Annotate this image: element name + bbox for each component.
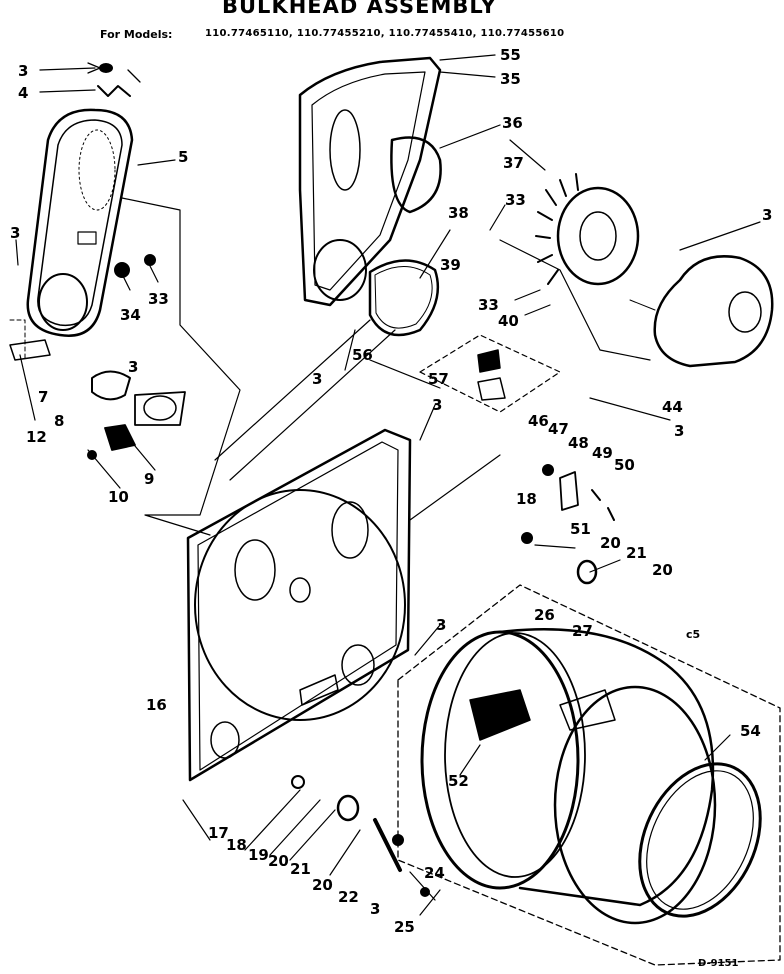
callout-47: 47	[548, 420, 569, 438]
fasteners-top-left	[39, 62, 141, 97]
blower-wheel	[535, 173, 640, 286]
callout-46: 46	[528, 412, 549, 430]
section-code: c5	[686, 628, 701, 641]
callout-18: 18	[516, 490, 537, 508]
callout-39: 39	[440, 256, 461, 274]
callout-8: 8	[54, 412, 64, 430]
callout-55: 55	[500, 46, 521, 64]
callout-20: 20	[268, 852, 289, 870]
drum	[397, 584, 781, 966]
callout-18: 18	[226, 836, 247, 854]
callout-44: 44	[662, 398, 683, 416]
callout-3: 3	[674, 422, 684, 440]
callout-33: 33	[148, 290, 169, 308]
callout-numbers: 3 4 5 3 33 34 12 7 3 8 9 10 55 35 36 37 …	[10, 46, 772, 936]
callout-57: 57	[428, 370, 449, 388]
models-label: For Models:	[100, 28, 173, 41]
callout-40: 40	[498, 312, 519, 330]
drawing-number: D-9151	[698, 958, 739, 969]
callout-27: 27	[572, 622, 593, 640]
callout-37: 37	[503, 154, 524, 172]
callout-25: 25	[394, 918, 415, 936]
callout-3: 3	[312, 370, 322, 388]
callout-49: 49	[592, 444, 613, 462]
callout-3: 3	[128, 358, 138, 376]
callout-3: 3	[10, 224, 20, 242]
callout-20: 20	[312, 876, 333, 894]
callout-20: 20	[600, 534, 621, 552]
callout-3: 3	[370, 900, 380, 918]
callout-33: 33	[505, 191, 526, 209]
callout-21: 21	[626, 544, 647, 562]
callout-17: 17	[208, 824, 229, 842]
callout-33: 33	[478, 296, 499, 314]
callout-48: 48	[568, 434, 589, 452]
blower-housing	[629, 255, 774, 368]
callout-3: 3	[432, 396, 442, 414]
callout-38: 38	[448, 204, 469, 222]
callout-19: 19	[248, 846, 269, 864]
callout-9: 9	[144, 470, 154, 488]
thermostat-parts	[521, 464, 615, 585]
callout-16: 16	[146, 696, 167, 714]
callout-51: 51	[570, 520, 591, 538]
callout-5: 5	[178, 148, 188, 166]
callout-4: 4	[18, 84, 28, 102]
callout-34: 34	[120, 306, 141, 324]
callout-3: 3	[436, 616, 446, 634]
switch-group	[419, 334, 561, 413]
callout-3: 3	[18, 62, 28, 80]
front-bulkhead	[186, 428, 412, 782]
diagram-title: BULKHEAD ASSEMBLY	[222, 0, 497, 18]
callout-10: 10	[108, 488, 129, 506]
callout-3: 3	[762, 206, 772, 224]
callout-24: 24	[424, 864, 445, 882]
callout-36: 36	[502, 114, 523, 132]
callout-56: 56	[352, 346, 373, 364]
callout-20: 20	[652, 561, 673, 579]
callout-21: 21	[290, 860, 311, 878]
models-list: 110.77465110, 110.77455210, 110.77455410…	[205, 28, 565, 39]
idler-pulley-parts	[9, 254, 186, 460]
callout-50: 50	[614, 456, 635, 474]
callout-7: 7	[38, 388, 48, 406]
callout-12: 12	[26, 428, 47, 446]
callout-54: 54	[740, 722, 761, 740]
callout-52: 52	[448, 772, 469, 790]
callout-35: 35	[500, 70, 521, 88]
bearing-parts	[291, 775, 430, 897]
drum-seal	[638, 762, 762, 918]
leader-lines	[15, 54, 761, 916]
callout-26: 26	[534, 606, 555, 624]
lint-duct-housing	[298, 56, 442, 337]
front-panel-cover	[26, 108, 134, 337]
callout-22: 22	[338, 888, 359, 906]
